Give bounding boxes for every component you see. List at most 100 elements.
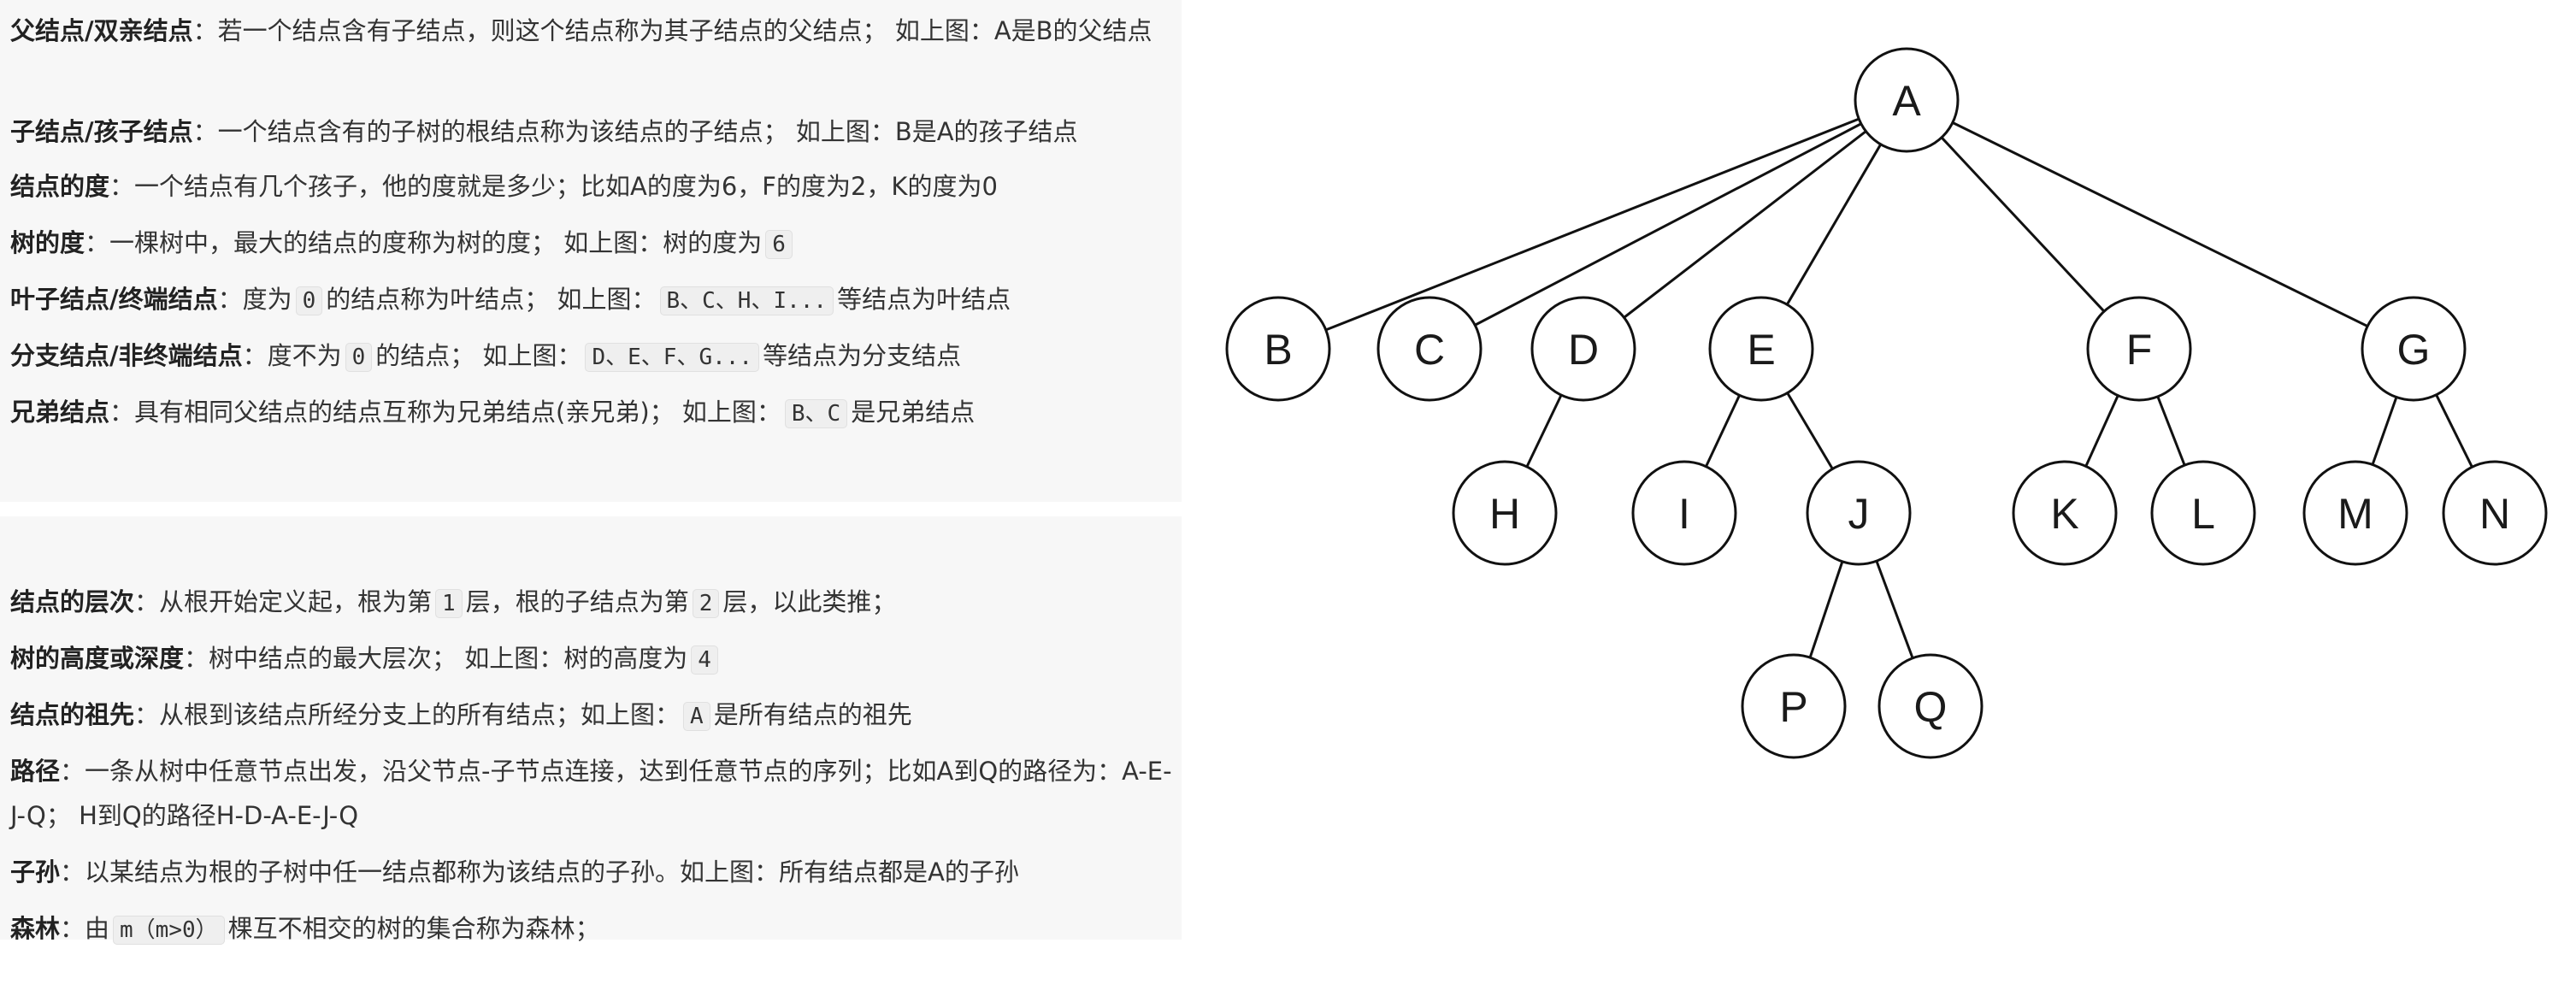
definition-line: 结点的度：一个结点有几个孩子，他的度就是多少；比如A的度为6，F的度为2，K的度… [10,164,1175,209]
definition-text: ：一个结点有几个孩子，他的度就是多少；比如A的度为6，F的度为2，K的度为0 [109,172,998,201]
tree-edge-j-p [1808,561,1844,658]
tree-node-e: E [1708,296,1814,402]
tree-edge-g-n [2435,394,2473,468]
definition-term: 路径 [10,757,61,786]
inline-code: 1 [435,589,463,618]
inline-code: 6 [765,230,793,259]
tree-node-j: J [1806,460,1912,566]
tree-edge-a-f [1940,136,2106,313]
tree-node-c: C [1376,296,1483,402]
tree-node-circle [1741,653,1847,759]
definition-term: 叶子结点/终端结点 [10,285,218,314]
tree-node-p: P [1741,653,1847,759]
tree-node-circle [2442,460,2548,566]
definitions-panel-top: 父结点/双亲结点：若一个结点含有子结点，则这个结点称为其子结点的父结点； 如上图… [0,0,1182,502]
tree-node-h: H [1452,460,1558,566]
definition-text: ：一个结点含有的子树的根结点称为该结点的子结点； 如上图：B是A的孩子结点 [192,117,1078,146]
definition-term: 树的度 [10,228,85,257]
tree-edge-e-j [1786,392,1834,470]
tree-node-label: G [2397,326,2431,374]
tree-node-label: K [2050,490,2078,538]
tree-edge-f-l [2156,396,2186,466]
tree-node-circle [2302,460,2408,566]
tree-node-label: E [1747,326,1775,374]
tree-edge-a-c [1474,122,1862,327]
definition-text: 层，根的子结点为第 [465,587,689,616]
definition-term: 森林 [10,914,61,943]
tree-node-i: I [1631,460,1737,566]
tree-node-label: L [2191,490,2215,538]
tree-edge-a-b [1325,117,1860,332]
definition-text: 层，以此类推； [722,587,897,616]
tree-node-circle [1631,460,1737,566]
definition-text: 的结点称为叶结点； 如上图： [326,285,657,314]
tree-node-label: F [2126,326,2153,374]
tree-node-q: Q [1877,653,1984,759]
definition-line: 子孙：以某结点为根的子树中任一结点都称为该结点的子孙。如上图：所有结点都是A的子… [10,850,1175,894]
definition-text: ：一条从树中任意节点出发，沿父节点-子节点连接，达到任意节点的序列；比如A到Q的… [10,757,1172,830]
definition-text: ：具有相同父结点的结点互称为兄弟结点(亲兄弟)； 如上图： [109,398,781,427]
tree-node-circle [1854,47,1960,153]
definition-text: ：度不为 [242,341,342,370]
definition-text: 是兄弟结点 [851,398,976,427]
definition-text: ：树中结点的最大层次； 如上图：树的高度为 [184,644,688,673]
tree-edges [1325,117,2473,659]
definition-text: 等结点为分支结点 [763,341,962,370]
tree-node-circle [1452,460,1558,566]
inline-code: A [683,702,710,731]
tree-node-label: H [1489,490,1520,538]
definition-line: 路径：一条从树中任意节点出发，沿父节点-子节点连接，达到任意节点的序列；比如A到… [10,749,1175,838]
tree-node-label: C [1414,326,1445,374]
definition-text: ：从根开始定义起，根为第 [134,587,433,616]
definition-term: 子孙 [10,858,61,887]
tree-edge-d-h [1525,394,1563,468]
tree-node-label: I [1678,490,1690,538]
tree-node-label: M [2337,490,2373,538]
definition-line: 父结点/双亲结点：若一个结点含有子结点，则这个结点称为其子结点的父结点； 如上图… [10,9,1175,53]
inline-code: 4 [691,645,718,675]
tree-node-b: B [1225,296,1331,402]
tree-node-g: G [2361,296,2467,402]
tree-node-k: K [2012,460,2118,566]
definition-term: 树的高度或深度 [10,644,185,673]
tree-node-m: M [2302,460,2408,566]
definition-term: 分支结点/非终端结点 [10,341,243,370]
definition-text: ：由 [60,914,110,943]
tree-node-l: L [2150,460,2256,566]
tree-edge-f-k [2084,395,2119,467]
inline-code: 0 [345,343,373,372]
tree-node-label: N [2479,490,2510,538]
tree-node-circle [1225,296,1331,402]
tree-edge-a-g [1952,121,2368,327]
tree-node-f: F [2086,296,2192,402]
tree-node-label: D [1568,326,1599,374]
tree-node-circle [1376,296,1483,402]
tree-edge-a-d [1623,130,1867,319]
tree-node-circle [1708,296,1814,402]
definition-term: 结点的层次 [10,587,135,616]
tree-node-circle [2150,460,2256,566]
inline-code: m（m>0） [113,916,225,945]
definition-text: 等结点为叶结点 [837,285,1011,314]
definition-text: ：若一个结点含有子结点，则这个结点称为其子结点的父结点； 如上图：A是B的父结点 [192,16,1152,45]
tree-node-label: A [1892,77,1921,125]
definition-text: 的结点； 如上图： [375,341,582,370]
definition-text: ：从根到该结点所经分支上的所有结点；如上图： [134,700,681,729]
tree-node-n: N [2442,460,2548,566]
definition-line: 子结点/孩子结点：一个结点含有的子树的根结点称为该结点的子结点； 如上图：B是A… [10,109,1175,154]
tree-node-circle [2361,296,2467,402]
tree-node-label: J [1848,490,1870,538]
tree-node-circle [1806,460,1912,566]
inline-code: D、E、F、G... [585,343,760,372]
definition-text: 是所有结点的祖先 [713,700,912,729]
definition-term: 子结点/孩子结点 [10,117,193,146]
tree-edge-j-q [1875,560,1914,659]
definition-term: 结点的祖先 [10,700,135,729]
